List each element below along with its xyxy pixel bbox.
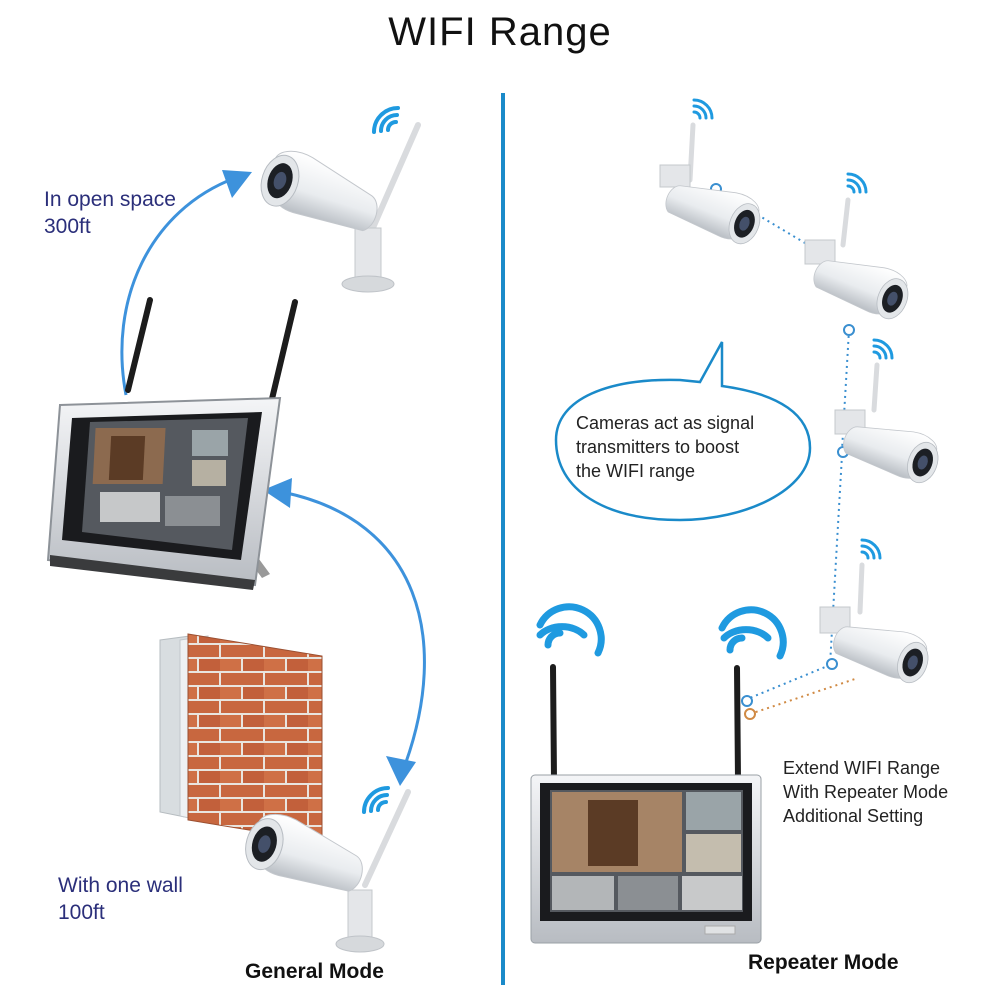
open-space-line2: 300ft [44, 215, 91, 238]
page-title: WIFI Range [388, 10, 612, 54]
wifi-signal-icon [372, 106, 400, 134]
nvr-monitor-icon [46, 297, 298, 590]
open-space-line1: In open space [44, 188, 176, 211]
bullet-camera-icon [659, 122, 761, 245]
extend-line3: Additional Setting [783, 806, 924, 826]
one-wall-arrow [263, 478, 426, 786]
one-wall-range-label: With one wall 100ft [58, 872, 183, 926]
bullet-camera-icon [245, 789, 411, 953]
wifi-signal-icon [536, 603, 605, 657]
link-node [744, 708, 756, 720]
one-wall-line1: With one wall [58, 874, 183, 897]
bullet-camera-icon [804, 197, 909, 320]
wifi-signal-icon [860, 538, 882, 560]
wifi-signal-icon [872, 338, 894, 360]
bubble-line3: the WIFI range [576, 461, 696, 481]
extend-range-note: Extend WIFI Range With Repeater Mode Add… [783, 756, 993, 828]
repeater-mode-label: Repeater Mode [748, 951, 899, 974]
open-space-range-label: In open space 300ft [44, 186, 176, 240]
open-space-arrow [120, 170, 252, 396]
repeater-link-orange [749, 677, 859, 715]
general-mode-label: General Mode [245, 960, 384, 983]
bullet-camera-icon [260, 122, 421, 293]
extend-line1: Extend WIFI Range [783, 758, 941, 778]
speech-bubble-text: Cameras act as signal transmitters to bo… [576, 411, 806, 483]
brick-wall-icon [159, 633, 323, 843]
wifi-signal-icon [718, 606, 787, 660]
extend-line2: With Repeater Mode [783, 782, 949, 802]
bullet-camera-icon [819, 562, 929, 684]
wifi-signal-icon [692, 98, 714, 120]
bubble-line1: Cameras act as signal [576, 413, 755, 433]
speech-bubble-icon [554, 341, 812, 522]
bullet-camera-icon [834, 362, 939, 484]
nvr-monitor-icon [530, 664, 762, 944]
bubble-line2: transmitters to boost [576, 437, 740, 457]
wifi-signal-icon [362, 786, 390, 814]
one-wall-line2: 100ft [58, 901, 105, 924]
wifi-signal-icon [846, 172, 868, 194]
